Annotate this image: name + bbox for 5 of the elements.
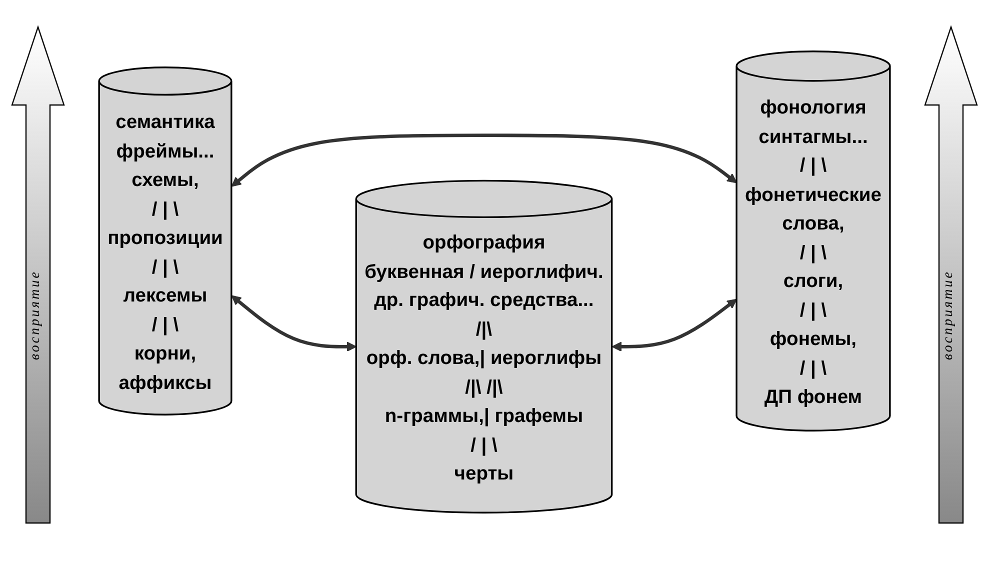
arrow (231, 294, 357, 352)
axis-label: восприятие (941, 269, 957, 362)
axis-label: восприятие (28, 269, 44, 362)
arrow (612, 298, 737, 352)
arrow (231, 133, 737, 186)
